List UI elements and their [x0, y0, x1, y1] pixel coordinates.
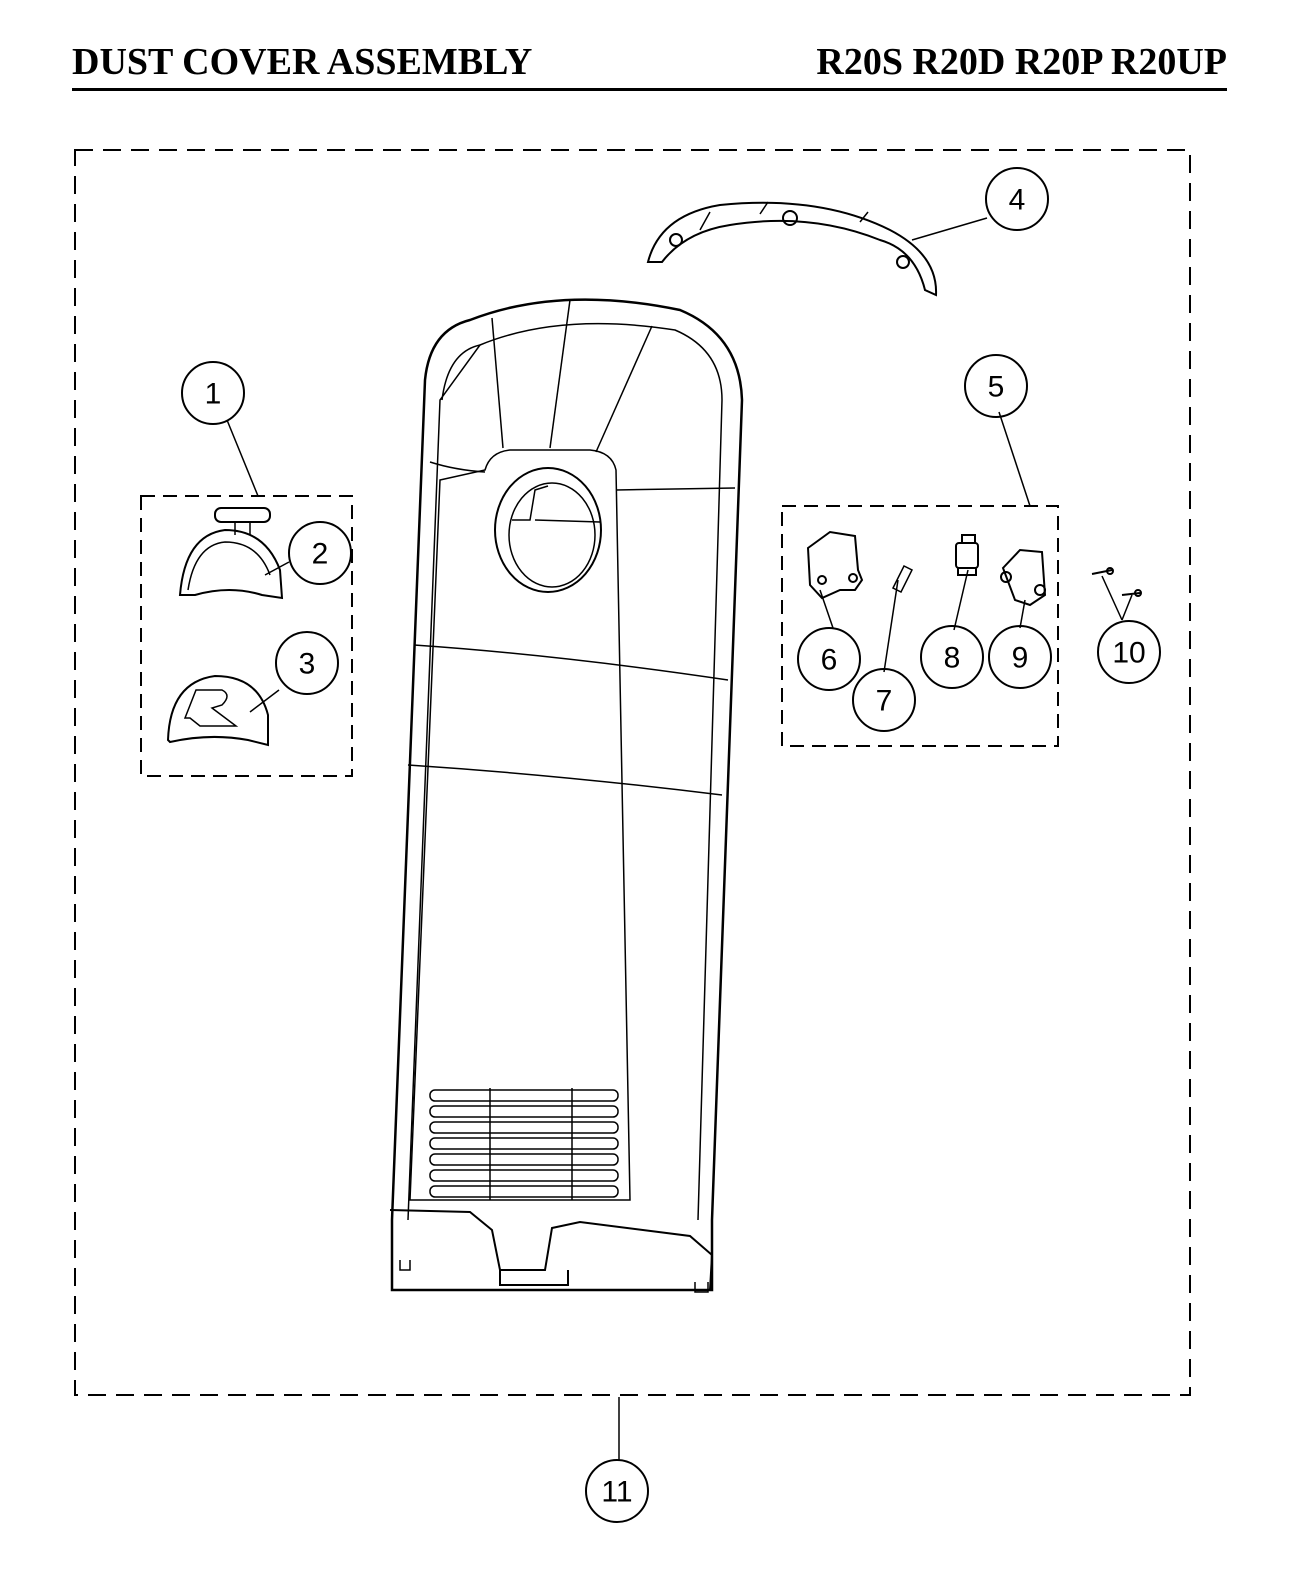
callout-circle-11	[585, 1459, 649, 1523]
logo-cap	[166, 674, 269, 747]
group-box-5	[781, 505, 1059, 747]
callout-circle-1	[181, 361, 245, 425]
dust-cover-body	[389, 298, 744, 1293]
callout-circle-8	[920, 625, 984, 689]
callout-label-4: 4	[1009, 184, 1026, 217]
callout-label-1: 1	[205, 378, 222, 411]
callout-circle-4	[985, 167, 1049, 231]
callout-circle-2	[288, 521, 352, 585]
leader-lines	[226, 217, 1133, 1460]
callout-circle-5	[964, 354, 1028, 418]
switch-part	[1000, 548, 1047, 607]
callout-label-7: 7	[876, 685, 893, 718]
callout-label-5: 5	[988, 371, 1005, 404]
group-box-1	[140, 495, 353, 777]
callout-label-8: 8	[944, 642, 961, 675]
callout-label-10: 10	[1112, 637, 1145, 670]
callout-circle-3	[275, 631, 339, 695]
screws	[1091, 567, 1142, 597]
model-list: R20S R20D R20P R20UP	[816, 41, 1227, 83]
callout-circle-9	[988, 625, 1052, 689]
page-title: DUST COVER ASSEMBLY	[72, 41, 533, 83]
handle-bar	[646, 201, 938, 297]
knob-assembly	[178, 507, 284, 600]
connector-part	[955, 534, 979, 576]
assembly-boundary	[74, 149, 1191, 1396]
callout-label-9: 9	[1012, 642, 1029, 675]
callout-circle-7	[852, 668, 916, 732]
page-header: DUST COVER ASSEMBLY R20S R20D R20P R20UP	[72, 40, 1227, 91]
strip-part	[891, 564, 914, 594]
callout-circle-10	[1097, 620, 1161, 684]
bracket-part	[806, 530, 864, 600]
callout-label-11: 11	[601, 1476, 632, 1509]
callout-label-3: 3	[299, 648, 316, 681]
callout-label-2: 2	[312, 538, 329, 571]
callout-label-6: 6	[821, 644, 838, 677]
callout-circle-6	[797, 627, 861, 691]
